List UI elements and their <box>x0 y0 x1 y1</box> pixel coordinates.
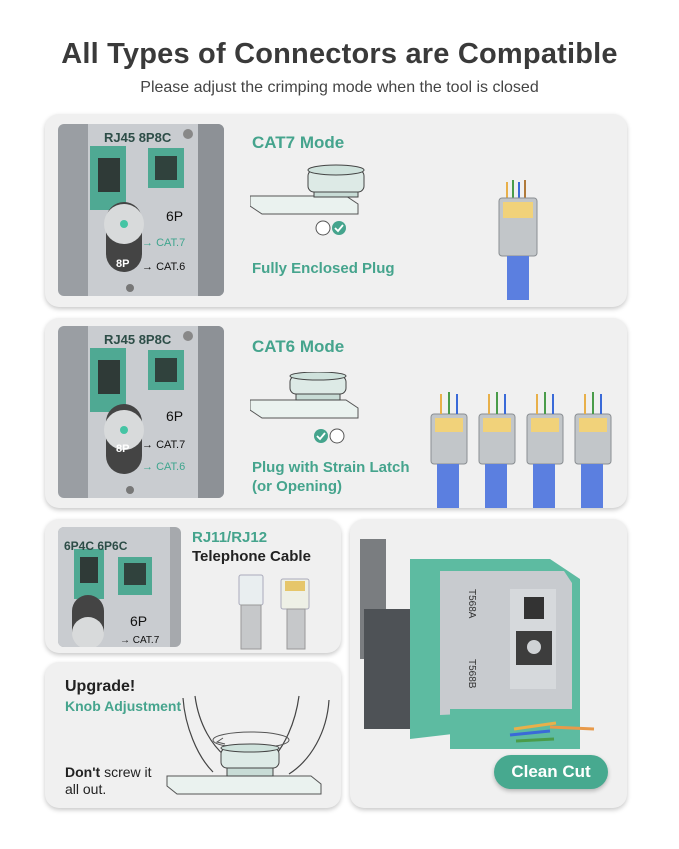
cat6-mode-title: CAT6 Mode <box>252 337 345 356</box>
crimping-tool-image <box>360 539 595 749</box>
cat6-photo-cat7-text: CAT.7 <box>156 439 186 451</box>
rj11-photo-label-6p: 6P <box>130 613 148 629</box>
cat6-photo-label-8p: 8P <box>116 443 130 455</box>
cat6-tool-photo: RJ45 8P8C 6P 8P → CAT.7 → CAT.6 <box>58 326 224 498</box>
cat6-knob-diagram <box>250 372 359 419</box>
upgrade-title: Upgrade! <box>65 678 136 695</box>
cat6-mode-indicator-icon <box>314 428 345 444</box>
upgrade-card: Upgrade! Knob Adjustment Don't screw it … <box>45 662 341 808</box>
cat6-card: RJ45 8P8C 6P 8P → CAT.7 → CAT.6 CAT6 Mod… <box>45 318 627 508</box>
page-title: All Types of Connectors are Compatible <box>61 38 618 70</box>
upgrade-subtitle: Knob Adjustment <box>65 698 182 714</box>
cat7-photo-label-8p: 8P <box>116 258 130 270</box>
upgrade-warning: Don't screw it all out. <box>65 764 152 798</box>
t568a-label: T568A <box>466 589 477 619</box>
cat7-mode-indicator-icon <box>315 220 346 236</box>
cat7-photo-cat7-text: CAT.7 <box>156 237 186 249</box>
rj11-title-text: RJ11/RJ12 <box>192 529 268 546</box>
cat7-knob-diagram <box>250 164 365 215</box>
cat7-photo-label-cat7: → CAT.7 <box>142 237 186 249</box>
rj11-photo-label-top: 6P4C 6P6C <box>64 539 128 553</box>
upgrade-warning-bold: Don't <box>65 764 101 780</box>
cat6-plugs-image <box>430 392 612 508</box>
cat7-caption: Fully Enclosed Plug <box>252 260 395 277</box>
cat6-caption-line2: (or Opening) <box>252 478 342 495</box>
clean-cut-badge: Clean Cut <box>494 755 608 789</box>
cat6-photo-label-6p: 6P <box>166 408 184 424</box>
cat7-card: RJ45 8P8C 6P 8P → CAT.7 → CAT.6 CAT7 Mod… <box>45 114 627 307</box>
rj11-card: 6P4C 6P6C 6P → CAT.7 RJ11/RJ12 Telephone… <box>45 519 341 653</box>
t568b-label: T568B <box>466 659 477 689</box>
page-subtitle: Please adjust the crimping mode when the… <box>140 79 539 96</box>
cat7-tool-photo: RJ45 8P8C 6P 8P → CAT.7 → CAT.6 <box>58 124 224 296</box>
cat7-plug-image <box>498 180 538 300</box>
cat7-mode-title: CAT7 Mode <box>252 133 345 152</box>
rj11-subtitle: Telephone Cable <box>192 548 311 565</box>
cat6-photo-label-cat6: → CAT.6 <box>142 461 186 473</box>
cat7-photo-label-top: RJ45 8P8C <box>104 130 172 145</box>
rj11-title: RJ11/RJ12 <box>192 529 267 547</box>
knob-hands-diagram <box>166 695 330 795</box>
cat6-photo-cat6-text: CAT.6 <box>156 461 186 473</box>
rj11-plugs-image <box>238 574 310 650</box>
cat7-photo-label-6p: 6P <box>166 208 184 224</box>
cat7-photo-label-cat6: → CAT.6 <box>142 261 186 273</box>
cat6-photo-label-top: RJ45 8P8C <box>104 332 172 347</box>
upgrade-warning-rest2: all out. <box>65 781 107 797</box>
upgrade-warning-rest1: screw it <box>100 764 152 780</box>
rj11-tool-photo: 6P4C 6P6C 6P → CAT.7 <box>58 527 181 647</box>
cat6-caption: Plug with Strain Latch (or Opening) <box>252 458 410 496</box>
rj11-photo-label-cat7: → CAT.7 <box>120 635 160 646</box>
rj11-photo-cat7-text: CAT.7 <box>132 635 160 646</box>
cat6-caption-line1: Plug with Strain Latch <box>252 459 410 476</box>
cat6-photo-label-cat7: → CAT.7 <box>142 439 186 451</box>
cat7-photo-cat6-text: CAT.6 <box>156 261 186 273</box>
